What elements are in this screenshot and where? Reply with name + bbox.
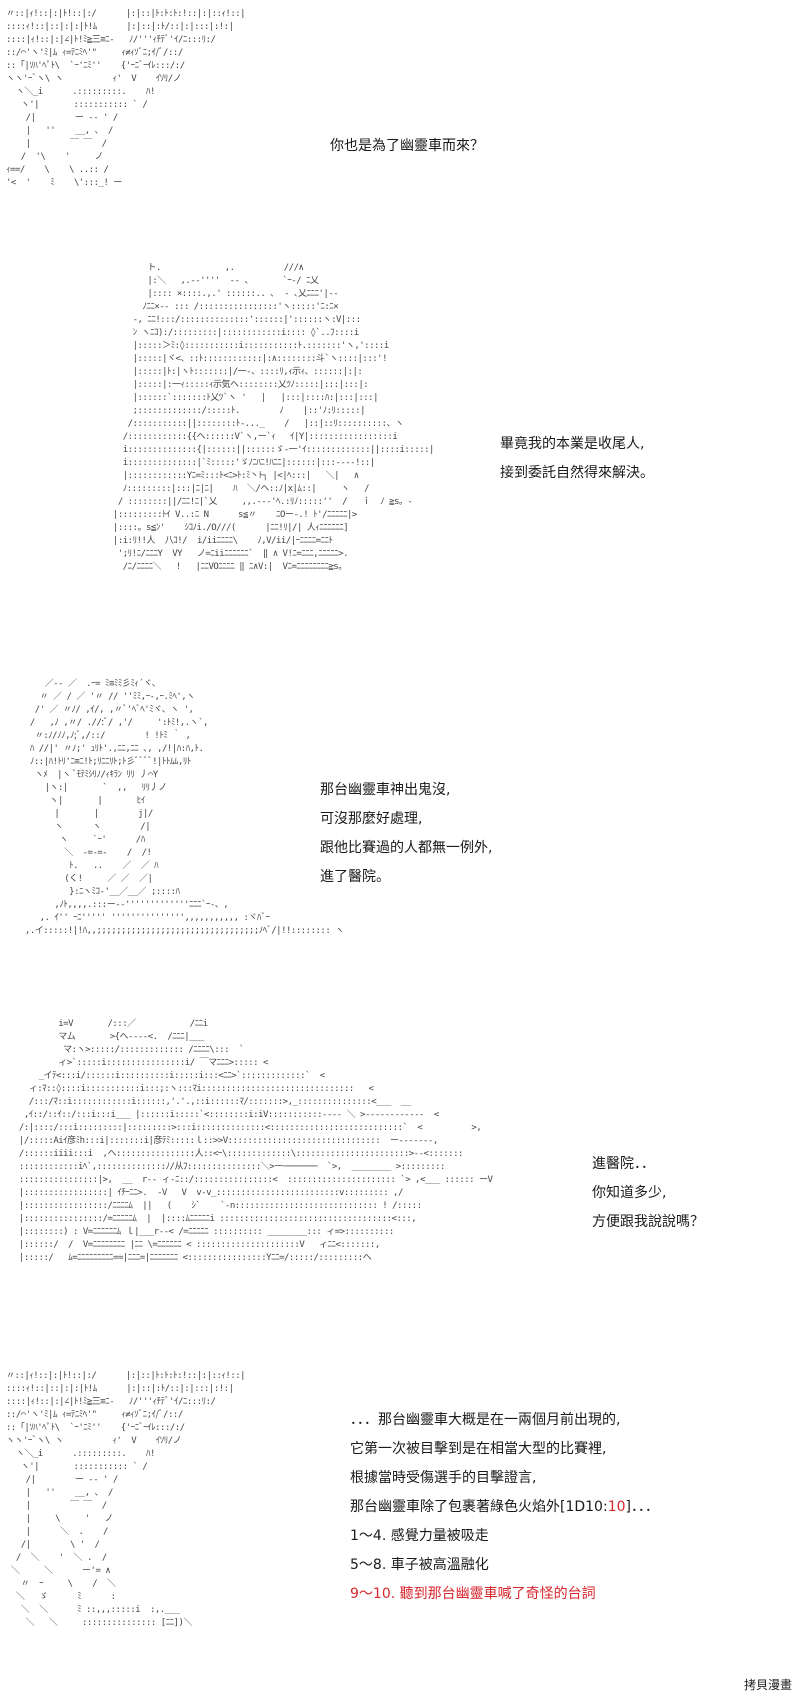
- dice-option: 1～4. 感覺力量被吸走: [350, 1528, 489, 1544]
- dialogue-line: 它第一次被目擊到是在相當大型的比賽裡,: [350, 1441, 607, 1457]
- ascii-art-character: ／‐‐ ／ .ｰ= ﾐ≡ﾐﾐ彡ﾐｨ´ヾ、 〃 ／ / ／ '〃 // ''ﾐﾐ,…: [24, 679, 344, 936]
- ascii-art-character: ト. ,. ///∧ |:＼ ,.-‐'''' ‐- 、 `ｰ-/ ﾆ乂 |::…: [112, 263, 435, 572]
- dialogue: 畢竟我的本業是收尾人, 接到委託自然得來解決。: [500, 430, 654, 488]
- dice-roll-prefix: 那台幽靈車除了包裹著綠色火焰外[1D10:: [350, 1499, 608, 1515]
- dialogue-line: ．．．那台幽靈車大概是在一兩個月前出現的,: [350, 1412, 621, 1428]
- dialogue: 你也是為了幽靈車而來？: [330, 132, 484, 161]
- panel-4: i=V /:::／ /ﾆﾆi マム >{ヘ----<. /ﾆﾆﾆ|___ マ:ヽ…: [0, 1018, 800, 1348]
- panel-5: 〃::|ｨ!::|:|ﾄ!::|:/ |:|::|ﾄ:ﾄ:ﾄ:!::|:|::ｨ…: [0, 1362, 800, 1699]
- ascii-art-character: 〃::|ｨ!::|:|ﾄ!::|:/ |:|::|ﾄ:ﾄ:ﾄ:!::|:|::ｨ…: [6, 9, 246, 188]
- dialogue: 進醫院．． 你知道多少, 方便跟我說說嗎？: [592, 1150, 704, 1237]
- dialogue-line: 根據當時受傷選手的目擊證言,: [350, 1470, 537, 1486]
- dice-option: 5～8. 車子被高溫融化: [350, 1557, 489, 1573]
- dialogue-line: 畢竟我的本業是收尾人,: [500, 436, 645, 452]
- dialogue-line: 可沒那麼好處理,: [320, 811, 423, 827]
- panel-2: ト. ,. ///∧ |:＼ ,.-‐'''' ‐- 、 `ｰ-/ ﾆ乂 |::…: [0, 262, 800, 662]
- dialogue-line: 那台幽靈車神出鬼沒,: [320, 782, 451, 798]
- dialogue-line: 你知道多少,: [592, 1185, 667, 1201]
- dialogue-line: 進醫院．．: [592, 1156, 655, 1172]
- dialogue: ．．．那台幽靈車大概是在一兩個月前出現的, 它第一次被目擊到是在相當大型的比賽裡…: [350, 1406, 659, 1609]
- dice-roll-result: 10: [607, 1499, 626, 1515]
- ascii-art-character: i=V /:::／ /ﾆﾆi マム >{ヘ----<. /ﾆﾆﾆ|___ マ:ヽ…: [18, 1019, 493, 1263]
- watermark: 拷貝漫畫: [743, 1678, 792, 1692]
- ascii-art-character: 〃::|ｨ!::|:|ﾄ!::|:/ |:|::|ﾄ:ﾄ:ﾄ:!::|:|::ｨ…: [6, 1371, 246, 1628]
- dice-option-selected: 9～10. 聽到那台幽靈車喊了奇怪的台詞: [350, 1586, 596, 1602]
- panel-3: ／‐‐ ／ .ｰ= ﾐ≡ﾐﾐ彡ﾐｨ´ヾ、 〃 ／ / ／ '〃 // ''ﾐﾐ,…: [0, 672, 800, 1002]
- dialogue: 那台幽靈車神出鬼沒, 可沒那麼好處理, 跟他比賽過的人都無一例外, 進了醫院。: [320, 776, 492, 892]
- dice-roll-line: 那台幽靈車除了包裹著綠色火焰外[1D10:10]．．．: [350, 1493, 659, 1522]
- panel-1: 〃::|ｨ!::|:|ﾄ!::|:/ |:|::|ﾄ:ﾄ:ﾄ:!::|:|::ｨ…: [0, 0, 800, 240]
- dialogue-line: 方便跟我說說嗎？: [592, 1214, 704, 1230]
- dialogue-line: 進了醫院。: [320, 869, 390, 885]
- dialogue-line: 你也是為了幽靈車而來？: [330, 138, 484, 154]
- dice-roll-suffix: ]．．．: [625, 1499, 659, 1515]
- dialogue-line: 接到委託自然得來解決。: [500, 465, 654, 481]
- dialogue-line: 跟他比賽過的人都無一例外,: [320, 840, 493, 856]
